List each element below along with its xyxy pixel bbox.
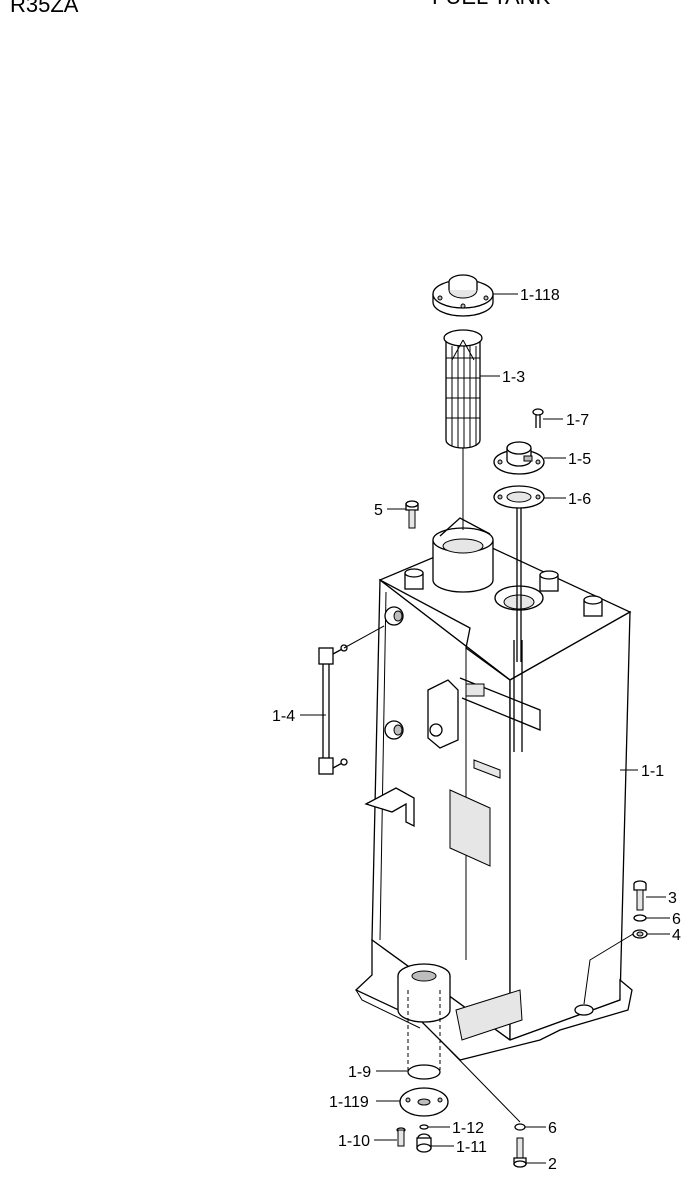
callout-1-12: 1-12: [452, 1120, 484, 1137]
callout-1-119: 1-119: [329, 1094, 369, 1111]
model-code: R35ZA: [10, 0, 79, 17]
fuel-tank-body: [354, 517, 633, 1070]
callout-1-7: 1-7: [566, 412, 589, 429]
callout-2: 2: [548, 1156, 557, 1173]
callout-5: 5: [374, 502, 383, 519]
callout-4: 4: [672, 927, 681, 944]
drain-o-ring-part: [407, 1064, 441, 1080]
callout-3: 3: [668, 890, 677, 907]
fuel-sender-part: [493, 441, 545, 475]
drain-seal-part: [419, 1124, 429, 1130]
washer-6-upper: [633, 914, 647, 922]
drain-screw-part: [396, 1127, 406, 1147]
callout-1-9: 1-9: [348, 1064, 371, 1081]
callout-1-11: 1-11: [456, 1139, 487, 1156]
drain-plug-part: [416, 1133, 432, 1153]
filler-cap-part: [432, 274, 494, 317]
level-gauge-part: [318, 644, 348, 775]
callout-1-6: 1-6: [568, 491, 591, 508]
callout-labels: 1-118 1-3 1-7 1-5 1-6 5 1-4 1-1 3 6 4 1-…: [272, 287, 681, 1173]
drain-plate-part: [399, 1087, 449, 1117]
sender-gasket-part: [493, 485, 545, 509]
callout-1-10: 1-10: [338, 1133, 370, 1150]
sender-screw-part: [532, 408, 544, 428]
leader-lines: [300, 293, 670, 1164]
bolt-3-part: [633, 880, 647, 911]
callout-1-118: 1-118: [520, 287, 560, 304]
washer-4-part: [632, 929, 648, 939]
callout-1-1: 1-1: [641, 763, 664, 780]
callout-6-upper: 6: [672, 911, 681, 928]
page-title: FUEL TANK: [432, 0, 551, 9]
bolt-2-part: [513, 1137, 527, 1168]
callout-1-3: 1-3: [502, 369, 525, 386]
washer-6-lower: [514, 1123, 526, 1131]
callout-6-lower: 6: [548, 1120, 557, 1137]
bolt-5-part: [405, 500, 419, 529]
callout-1-5: 1-5: [568, 451, 591, 468]
callout-1-4: 1-4: [272, 708, 295, 725]
strainer-part: [443, 329, 483, 449]
